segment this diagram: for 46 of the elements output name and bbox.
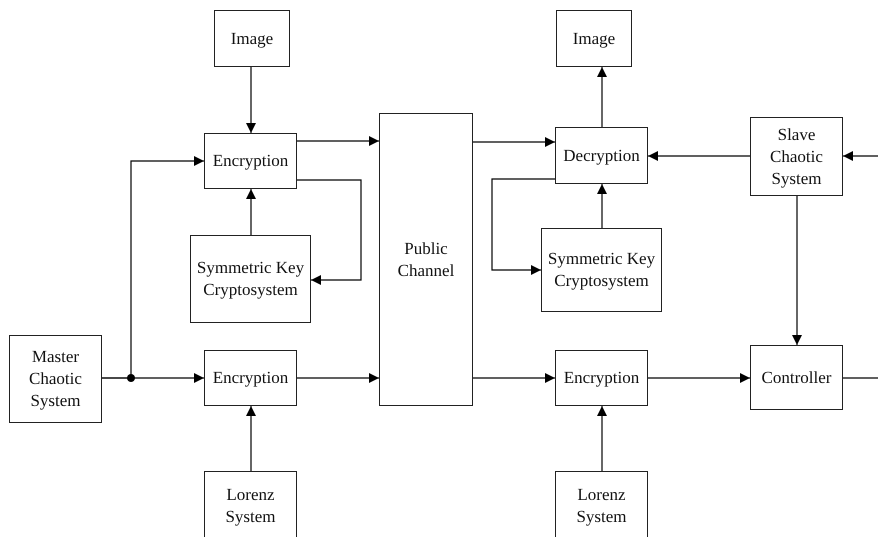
process-box [204, 350, 297, 406]
process-box [190, 235, 311, 323]
process-box [9, 335, 102, 423]
process-box [750, 345, 843, 410]
box-label: Image [230, 28, 274, 50]
arrow [473, 373, 555, 383]
box-label: Encryption [212, 367, 288, 389]
process-box [204, 133, 297, 189]
arrow [473, 137, 555, 147]
arrow [246, 67, 256, 133]
box-label: Symmetric Key Cryptosystem [546, 248, 656, 292]
arrow [648, 373, 750, 383]
box-label: Encryption [564, 367, 640, 389]
arrow [597, 406, 607, 471]
box-label: Public Channel [396, 238, 456, 282]
arrow [648, 151, 750, 161]
process-box [214, 10, 290, 67]
box-label: Controller [762, 366, 832, 388]
arrow [843, 151, 878, 161]
arrow [491, 178, 555, 275]
process-box [556, 10, 632, 67]
box-label: Symmetric Key Cryptosystem [196, 257, 306, 301]
box-label: Decryption [563, 144, 640, 166]
arrow [246, 189, 256, 235]
process-box [555, 350, 648, 406]
process-box [204, 471, 297, 537]
arrow [102, 373, 204, 383]
process-box [750, 117, 843, 196]
box-label: Encryption [212, 150, 288, 172]
arrow [792, 196, 802, 345]
arrow [597, 67, 607, 127]
arrow [597, 184, 607, 228]
connector-line [843, 377, 878, 379]
arrow [297, 373, 379, 383]
arrow [246, 406, 256, 471]
arrow [297, 179, 362, 285]
arrow [297, 136, 379, 146]
process-box [555, 127, 648, 184]
process-box [541, 228, 662, 312]
box-label: Image [572, 28, 616, 50]
box-label: Lorenz System [575, 484, 628, 528]
box-label: Master Chaotic System [28, 346, 83, 412]
box-label: Lorenz System [224, 484, 277, 528]
box-label: Slave Chaotic System [769, 124, 824, 190]
process-box [555, 471, 648, 537]
process-box [379, 113, 473, 406]
